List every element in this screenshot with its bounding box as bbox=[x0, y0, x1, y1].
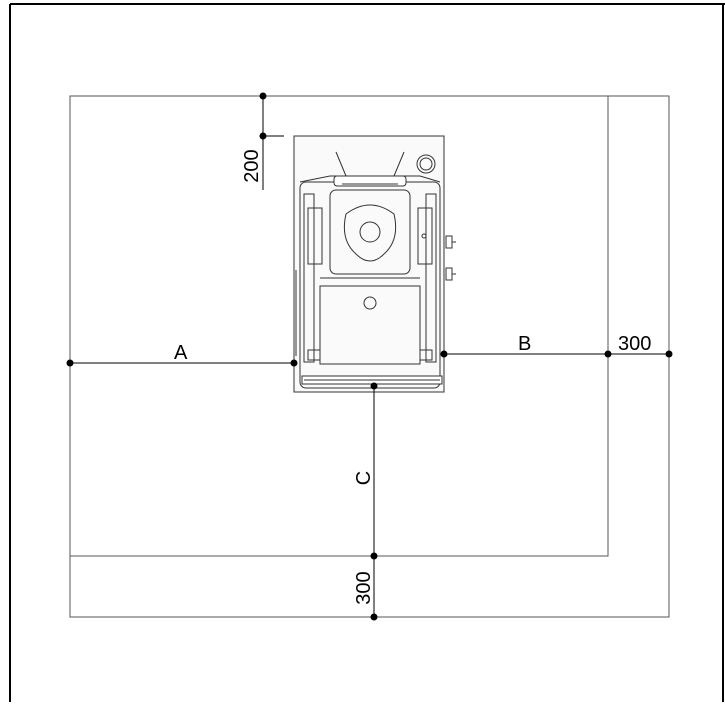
dimension-label-right-300: 300 bbox=[618, 333, 651, 355]
drawing-frame bbox=[9, 3, 725, 702]
seat bbox=[329, 189, 411, 275]
dimension-label-top-200: 200 bbox=[241, 149, 263, 182]
vehicle-top-view bbox=[293, 135, 456, 393]
dimension-lines bbox=[66, 92, 673, 621]
dimension-label-b: B bbox=[518, 333, 531, 355]
dimension-label-c: C bbox=[353, 471, 375, 485]
dimension-label-bottom-300: 300 bbox=[353, 571, 375, 604]
gauge-icon bbox=[416, 154, 436, 174]
dimension-label-a: A bbox=[174, 342, 188, 364]
